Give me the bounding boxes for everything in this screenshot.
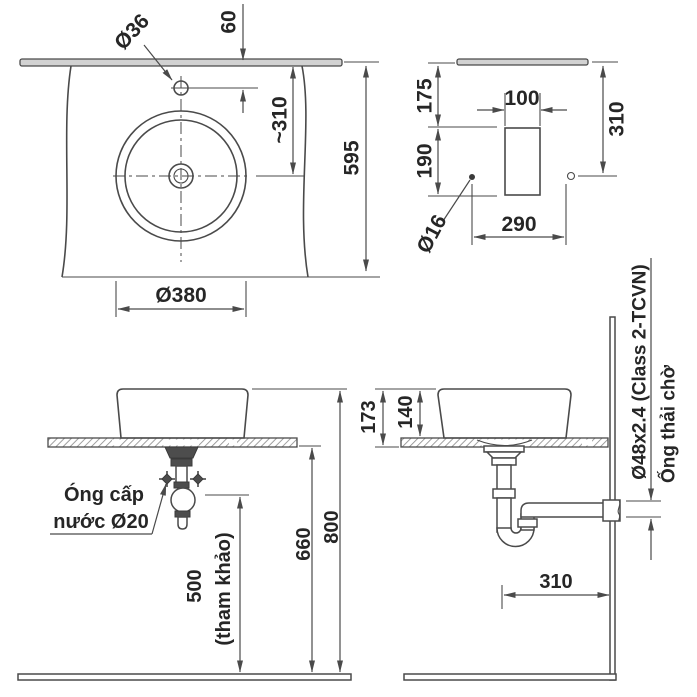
tailpipe-side (496, 464, 512, 491)
template-view: 175 190 100 310 290 (413, 58, 629, 257)
basin-inner-rim (124, 119, 238, 233)
dim-hole-spacing: 290 (471, 184, 567, 245)
drain-nut (170, 458, 193, 467)
label-rim-to-counter-top: 140 (395, 395, 417, 428)
dim-rim-height: 800 (252, 388, 347, 673)
trap-body (170, 487, 196, 513)
dim-hole-to-center: ~310 (256, 66, 305, 177)
drain-hole-mark (566, 171, 576, 181)
tailpipe (175, 465, 188, 484)
dim-edge-gap: 175 (414, 65, 441, 127)
break-line-left (61, 65, 72, 278)
label-trap-to-wall: 310 (539, 571, 572, 593)
label-ref-height: 500 (184, 569, 206, 602)
dim-counter-depth: 595 (341, 61, 379, 272)
label-counter-depth: 595 (341, 140, 364, 175)
counter-front-edge (19, 58, 343, 67)
drain-flange (164, 446, 199, 459)
template-slot (504, 127, 541, 196)
drain-flange-side (483, 445, 525, 453)
waste-pipe-horizontal (520, 502, 606, 518)
label-slot-width: 100 (504, 87, 539, 110)
dim-rim-to-counter-top: 140 (395, 390, 434, 439)
label-faucet-hole-dia: Ø36 (110, 10, 154, 55)
label-waste-pipe-note: Ống thải chờ (658, 365, 680, 484)
trap-outlet (177, 516, 188, 530)
label-row-gap: 190 (414, 143, 437, 178)
counter-side-edge (456, 58, 589, 66)
dim-row-gap: 190 (414, 128, 441, 195)
p-trap-bend (496, 527, 535, 548)
label-counter-height: 660 (293, 527, 315, 560)
label-rim-to-counter-bottom: 173 (358, 400, 380, 433)
basin-outer-rim (115, 110, 247, 242)
label-supply-line1: Óng cấp (64, 482, 144, 506)
dim-slot-width: 100 (477, 87, 567, 126)
label-hole-spacing: 290 (501, 213, 536, 236)
label-basin-dia: Ø380 (155, 284, 206, 307)
dim-supply-hole-dia: Ø16 (413, 179, 471, 257)
side-view: 173 140 Ø48x2.4 (Class 2-TCVN) Ống thải … (358, 258, 680, 681)
dim-basin-dia: Ø380 (115, 281, 247, 317)
pipe-break-mark (617, 499, 621, 522)
supply-pipe-callout: Óng cấp nước Ø20 (50, 482, 167, 535)
plan-view: Ø36 60 ~310 595 Ø380 (19, 4, 380, 317)
dim-faucet-hole-dia: Ø36 (110, 10, 173, 81)
label-ref-note: (tham khảo) (213, 532, 235, 645)
supply-valve-left (159, 471, 175, 487)
dim-rim-to-counter-bottom: 173 (358, 388, 436, 448)
basin-front (116, 388, 249, 439)
label-supply-line2: nước Ø20 (53, 511, 148, 533)
label-edge-gap: 175 (414, 78, 437, 113)
trap-nut (517, 518, 538, 528)
union-nut (492, 488, 516, 499)
drain-hole-outer (168, 163, 194, 189)
dim-ref-height: 500 (tham khảo) (184, 494, 249, 673)
supply-hole-mark (469, 174, 475, 180)
drain-hole-inner (173, 168, 189, 184)
basin-side (437, 388, 572, 439)
dim-trap-to-wall: 310 (501, 571, 610, 609)
dim-edge-to-holes: 310 (578, 61, 629, 177)
floor-side (403, 673, 617, 681)
supply-valve-right (190, 471, 206, 487)
label-waste-pipe-spec: Ø48x2.4 (Class 2-TCVN) (630, 264, 651, 479)
wall-coupling (602, 499, 621, 522)
label-hole-to-center: ~310 (269, 96, 292, 143)
floor-front (17, 673, 352, 681)
dim-counter-height: 660 (293, 445, 321, 673)
dim-edge-to-hole: 60 (190, 4, 258, 113)
front-view: Óng cấp nước Ø20 500 (tham khảo) 660 800 (17, 388, 352, 681)
label-rim-height: 800 (321, 510, 343, 543)
label-edge-to-hole: 60 (218, 10, 241, 33)
label-edge-to-holes: 310 (606, 101, 629, 136)
wall (609, 316, 616, 681)
dim-waste-pipe: Ø48x2.4 (Class 2-TCVN) Ống thải chờ (626, 258, 680, 560)
break-line-right (301, 65, 309, 278)
